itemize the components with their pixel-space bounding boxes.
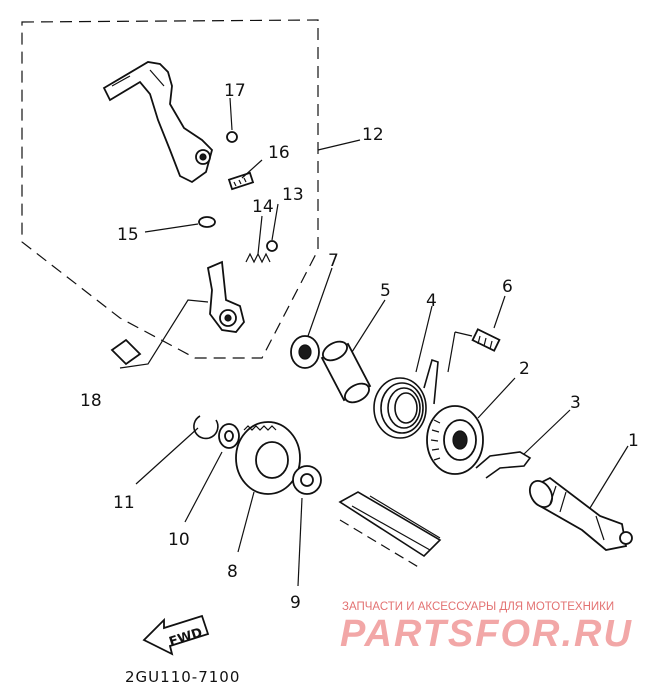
callout-12: 12 — [362, 125, 384, 145]
ball-13 — [266, 240, 278, 252]
diagram-code: 2GU110-7100 — [125, 668, 240, 686]
callout-7: 7 — [328, 251, 339, 271]
callout-13: 13 — [282, 185, 304, 205]
callout-8: 8 — [227, 562, 238, 582]
countershaft — [338, 491, 442, 569]
fwd-arrow: FWD — [142, 614, 210, 656]
assembly-boundary-12 — [21, 19, 319, 359]
callout-2: 2 — [519, 359, 530, 379]
bearing-7 — [290, 335, 320, 369]
kick-crank-lever — [102, 61, 214, 184]
watermark: ЗАПЧАСТИ И АКСЕССУАРЫ ДЛЯ МОТОТЕХНИКИ PA… — [340, 601, 633, 655]
pin-6 — [471, 328, 501, 352]
callout-1: 1 — [628, 431, 639, 451]
callout-17: 17 — [224, 81, 246, 101]
callout-11: 11 — [113, 493, 135, 513]
callout-18: 18 — [80, 391, 102, 411]
callout-6: 6 — [502, 277, 513, 297]
callout-14: 14 — [252, 197, 274, 217]
callout-15: 15 — [117, 225, 139, 245]
callout-3: 3 — [570, 393, 581, 413]
leader-lines — [119, 97, 629, 587]
washer-10 — [218, 423, 240, 449]
callout-9: 9 — [290, 593, 301, 613]
clip-3 — [475, 451, 532, 479]
pin-17 — [226, 131, 238, 143]
watermark-tagline: ЗАПЧАСТИ И АКСЕССУАРЫ ДЛЯ МОТОТЕХНИКИ — [342, 601, 614, 613]
callout-4: 4 — [426, 291, 437, 311]
circlip-15 — [198, 216, 216, 228]
kick-boss — [206, 260, 245, 333]
callout-5: 5 — [380, 281, 391, 301]
callout-16: 16 — [268, 143, 290, 163]
collar-5 — [320, 340, 372, 404]
callout-10: 10 — [168, 530, 190, 550]
circlip-11 — [193, 415, 219, 440]
bolt-18 — [110, 338, 142, 366]
spring-14 — [245, 252, 271, 264]
kick-shaft-1 — [528, 476, 633, 551]
kick-gear-2 — [426, 405, 484, 475]
washer-9 — [292, 465, 322, 495]
watermark-brand: PARTSFOR.RU — [340, 613, 633, 655]
torsion-spring-4 — [373, 358, 439, 439]
callout-labels: 1 2 3 4 5 6 7 8 9 10 11 12 13 14 15 16 1… — [80, 81, 639, 613]
bolt-16 — [227, 171, 255, 191]
ratchet-8 — [235, 421, 301, 495]
